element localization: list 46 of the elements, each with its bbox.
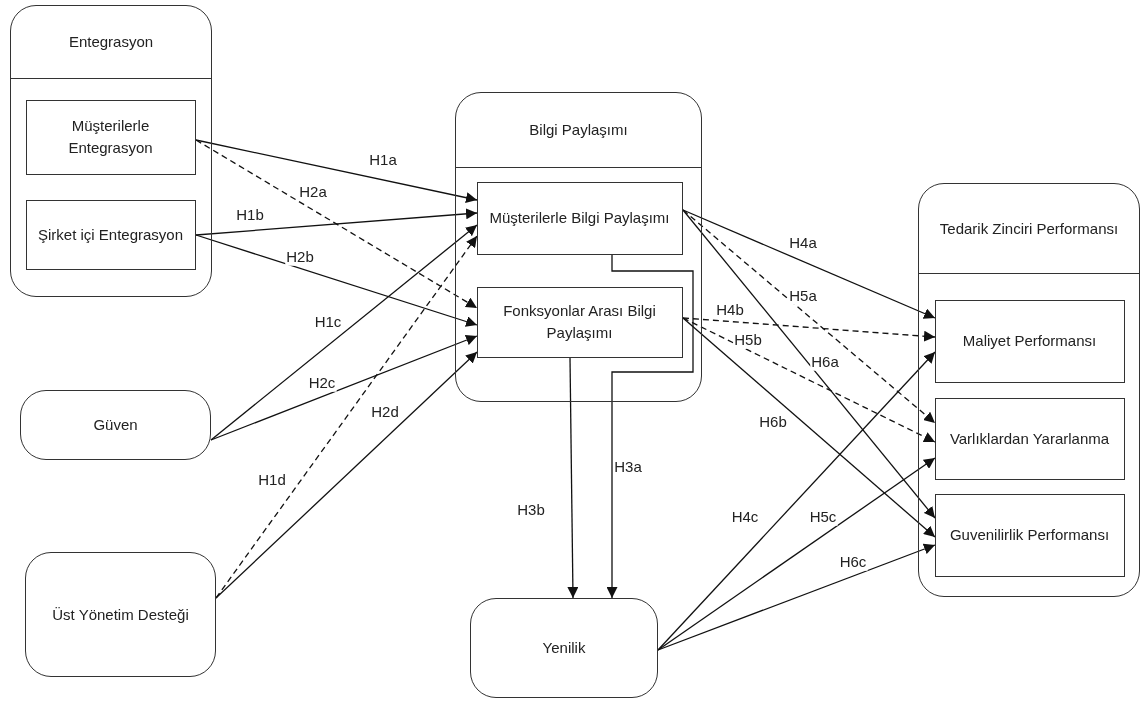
- edge-label: H2b: [285, 248, 315, 266]
- group-heading: Tedarik Zinciri Performansı: [939, 218, 1119, 239]
- construct-box: [25, 199, 196, 270]
- hypothesis-arrow: [606, 254, 694, 599]
- hypothesis-arrow: [195, 234, 478, 327]
- hypothesis-arrow: [195, 139, 478, 309]
- group-heading: Bilgi Paylaşımı: [529, 120, 628, 141]
- construct-box: [934, 397, 1125, 480]
- construct-box: [476, 181, 683, 255]
- construct-label: Güven: [93, 415, 138, 436]
- construct-label: Varlıklardan Yararlanma: [949, 428, 1110, 449]
- hypothesis-arrow: [567, 357, 579, 599]
- construct-label: Müşterilerle Entegrasyon: [67, 116, 154, 158]
- hypothesis-arrow: [657, 457, 936, 651]
- rounded-box: [25, 552, 216, 677]
- rounded-box: [20, 390, 211, 460]
- hypothesis-arrow: [682, 317, 936, 538]
- hypothesis-arrow: [195, 139, 478, 204]
- rounded-box: [470, 598, 658, 698]
- construct-label: Üst Yönetim Desteği: [52, 604, 189, 625]
- hypothesis-arrow: [195, 208, 478, 236]
- construct-label: Fonksyonlar Arası Bilgi Paylaşımı: [502, 301, 657, 343]
- hypothesis-arrow: [682, 317, 936, 342]
- construct-box: [476, 286, 683, 358]
- group-container: [455, 92, 702, 402]
- hypothesis-arrow: [210, 224, 478, 441]
- hypothesis-arrow: [682, 209, 936, 319]
- hypothesis-arrow: [657, 543, 936, 651]
- construct-label: Yenilik: [542, 638, 586, 659]
- construct-box: [25, 99, 196, 175]
- hypothesis-arrow: [215, 351, 478, 599]
- hypothesis-arrow: [682, 209, 936, 519]
- group-heading: Entegrasyon: [68, 32, 154, 53]
- construct-label: Şirket içi Entegrasyon: [37, 224, 184, 245]
- construct-box: [934, 493, 1125, 577]
- hypothesis-arrow: [215, 235, 478, 599]
- group-container: [918, 183, 1140, 597]
- construct-label: Maliyet Performansı: [962, 331, 1097, 352]
- hypothesis-arrow: [657, 351, 936, 651]
- construct-label: Guvenilirlik Performansı: [949, 525, 1110, 546]
- hypothesis-arrow: [682, 209, 936, 424]
- hypothesis-arrow: [210, 334, 478, 441]
- construct-box: [934, 299, 1125, 383]
- edge-label: H5b: [733, 331, 763, 349]
- group-container: [10, 5, 212, 297]
- construct-label: Müşterilerle Bilgi Paylaşımı: [489, 208, 670, 229]
